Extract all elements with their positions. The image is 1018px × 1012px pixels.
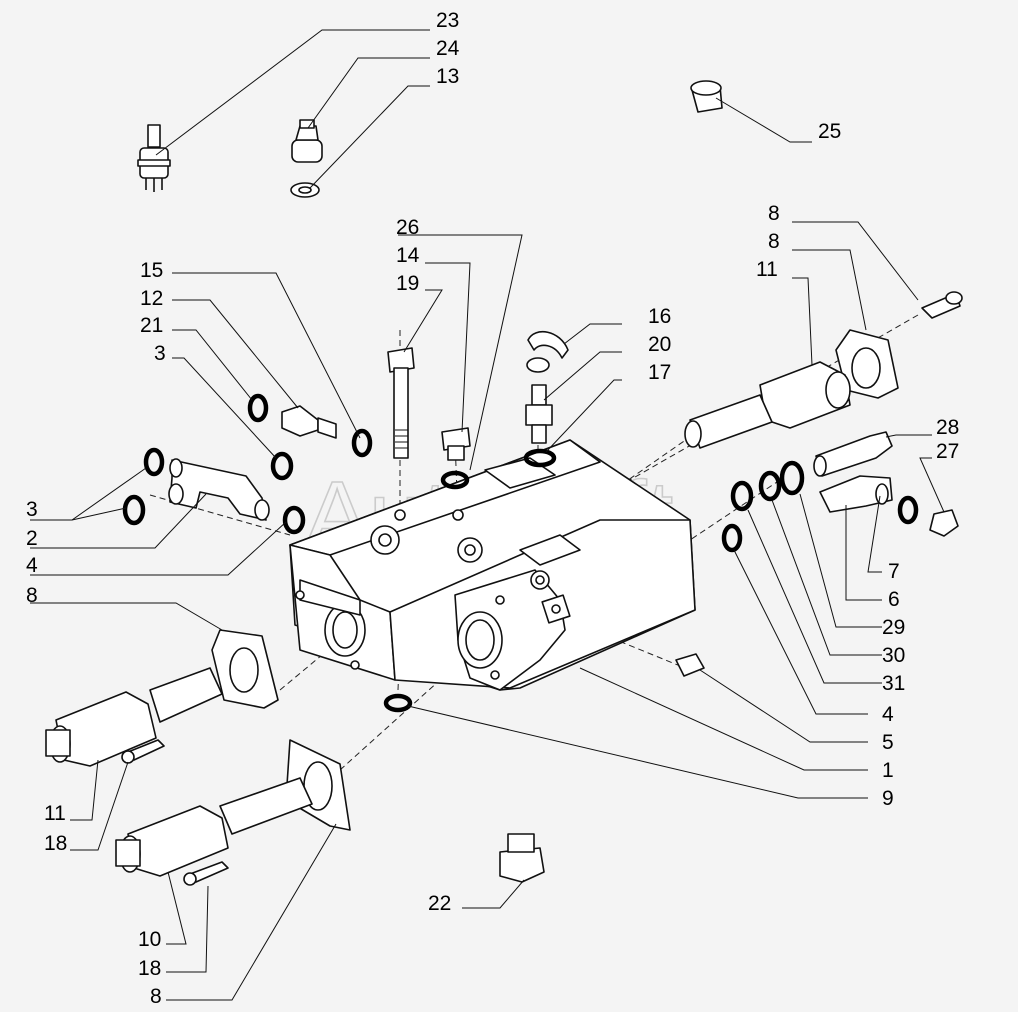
o-ring-31 bbox=[730, 480, 754, 512]
cap-27 bbox=[929, 509, 959, 537]
callout-21: 21 bbox=[140, 314, 163, 337]
plug-5 bbox=[675, 653, 705, 677]
o-ring-3c bbox=[270, 451, 294, 481]
tee-fitting-2 bbox=[168, 458, 270, 521]
callout-8-lower: 8 bbox=[150, 985, 162, 1008]
plug-14 bbox=[441, 427, 471, 461]
callout-26: 26 bbox=[396, 216, 419, 239]
plug-22 bbox=[499, 833, 545, 883]
pressure-switch-23 bbox=[137, 124, 171, 192]
callout-3-top: 3 bbox=[154, 342, 166, 365]
callout-18-upper: 18 bbox=[44, 832, 67, 855]
callout-1: 1 bbox=[882, 759, 894, 782]
callout-23: 23 bbox=[436, 9, 459, 32]
callout-4-right: 4 bbox=[882, 703, 894, 726]
callout-8-flange: 8 bbox=[768, 230, 780, 253]
callout-18-lower: 18 bbox=[138, 957, 161, 980]
callout-14: 14 bbox=[396, 244, 420, 267]
callout-22: 22 bbox=[428, 892, 451, 915]
callout-30: 30 bbox=[882, 644, 905, 667]
flange-8-right bbox=[835, 329, 899, 399]
o-ring-29 bbox=[779, 460, 805, 496]
bolt-18-upper bbox=[121, 739, 165, 764]
callout-25: 25 bbox=[818, 120, 841, 143]
callout-2: 2 bbox=[26, 527, 38, 550]
callout-17: 17 bbox=[648, 361, 671, 384]
callout-5: 5 bbox=[882, 731, 894, 754]
o-ring-3a bbox=[143, 447, 165, 477]
callout-7: 7 bbox=[888, 560, 900, 583]
callout-19: 19 bbox=[396, 272, 419, 295]
valve-body-block bbox=[289, 439, 696, 691]
switch-24 bbox=[291, 119, 323, 163]
bolt-8-top bbox=[921, 291, 963, 319]
leader-lines bbox=[30, 29, 945, 1001]
solenoid-11-left bbox=[45, 667, 223, 767]
callout-29: 29 bbox=[882, 616, 905, 639]
bolt-18-lower bbox=[183, 861, 229, 886]
valve-insert-20 bbox=[525, 384, 553, 444]
callout-15: 15 bbox=[140, 259, 163, 282]
clip-16 bbox=[526, 330, 569, 373]
o-ring-4-right bbox=[721, 523, 743, 553]
cap-25 bbox=[690, 80, 723, 113]
o-ring-9 bbox=[383, 693, 413, 713]
union-12 bbox=[281, 405, 337, 439]
callout-28: 28 bbox=[936, 416, 959, 439]
solenoid-10 bbox=[115, 777, 313, 877]
o-ring-7 bbox=[897, 495, 919, 525]
o-ring-21 bbox=[247, 393, 269, 423]
callout-13: 13 bbox=[436, 65, 459, 88]
flange-8-left bbox=[211, 629, 279, 709]
callout-27: 27 bbox=[936, 440, 959, 463]
callout-6: 6 bbox=[888, 588, 900, 611]
tee-fitting-6 bbox=[819, 475, 893, 513]
callout-3-left: 3 bbox=[26, 498, 38, 521]
bolt-19 bbox=[387, 347, 415, 459]
callout-11-right: 11 bbox=[756, 258, 778, 281]
callout-8-left: 8 bbox=[26, 584, 38, 607]
o-ring-17 bbox=[523, 448, 557, 468]
solenoid-11-right bbox=[684, 361, 851, 449]
o-ring-30 bbox=[758, 470, 782, 502]
union-28 bbox=[813, 431, 893, 477]
callout-20: 20 bbox=[648, 333, 671, 356]
callout-10: 10 bbox=[138, 928, 161, 951]
o-ring-26 bbox=[440, 470, 470, 490]
callout-11-left: 11 bbox=[44, 802, 66, 825]
o-ring-4 bbox=[282, 505, 306, 535]
callout-31: 31 bbox=[882, 672, 905, 695]
callout-24: 24 bbox=[436, 37, 460, 60]
o-ring-3b bbox=[122, 494, 146, 526]
callout-12: 12 bbox=[140, 287, 163, 310]
callout-4-left: 4 bbox=[26, 554, 38, 577]
callout-labels: 23 24 13 25 26 14 19 15 12 21 3 16 20 17… bbox=[26, 9, 959, 1008]
callout-16: 16 bbox=[648, 305, 671, 328]
o-ring-15 bbox=[351, 428, 373, 458]
callout-9: 9 bbox=[882, 787, 894, 810]
callout-8-bolt: 8 bbox=[768, 202, 780, 225]
